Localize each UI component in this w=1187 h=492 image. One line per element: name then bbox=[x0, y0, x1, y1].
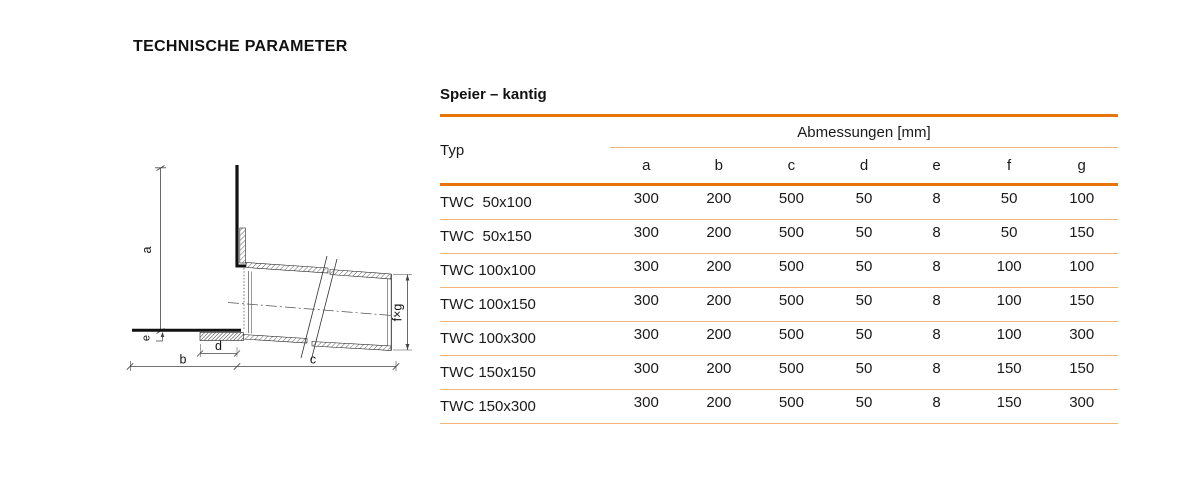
cell-a: 300 bbox=[633, 394, 659, 411]
cell-f: 50 bbox=[1000, 190, 1018, 207]
cell-d: 50 bbox=[855, 292, 873, 309]
cell-c: 500 bbox=[778, 292, 804, 309]
cell-d: 50 bbox=[855, 394, 873, 411]
cell-a: 300 bbox=[633, 224, 659, 241]
column-group-header: Abmessungen [mm] bbox=[610, 117, 1118, 148]
cell-e: 8 bbox=[932, 326, 941, 343]
page-title: TECHNISCHE PARAMETER bbox=[133, 38, 348, 55]
dim-label-c: c bbox=[310, 353, 316, 367]
table-header: Typ Abmessungen [mm] a b c d e f g bbox=[440, 117, 1118, 186]
cell-f: 100 bbox=[996, 326, 1022, 343]
dimension-a bbox=[155, 165, 166, 334]
dim-label-fg: f×g bbox=[391, 304, 405, 322]
cell-c: 500 bbox=[778, 190, 804, 207]
dimension-fg bbox=[393, 274, 412, 351]
cell-e: 8 bbox=[932, 292, 941, 309]
centerline bbox=[227, 302, 399, 317]
cell-c: 500 bbox=[778, 224, 804, 241]
table-title: Speier – kantig bbox=[440, 85, 1118, 117]
table-row: TWC 150x150 300 200 500 50 8 150 150 bbox=[440, 356, 1118, 390]
cell-d: 50 bbox=[855, 258, 873, 275]
cell-b: 200 bbox=[706, 394, 732, 411]
cell-b: 200 bbox=[706, 360, 732, 377]
cell-a: 300 bbox=[633, 292, 659, 309]
spout-walls bbox=[199, 227, 392, 351]
row-typ: TWC 150x150 bbox=[440, 364, 536, 381]
cell-e: 8 bbox=[932, 394, 941, 411]
cell-d: 50 bbox=[855, 224, 873, 241]
cell-g: 300 bbox=[1069, 326, 1095, 343]
cell-f: 100 bbox=[996, 258, 1022, 275]
column-header-a: a bbox=[642, 157, 651, 174]
column-header-typ: Typ bbox=[440, 141, 465, 159]
row-typ: TWC 50x100 bbox=[440, 194, 532, 211]
cell-a: 300 bbox=[633, 360, 659, 377]
table-row: TWC 100x150 300 200 500 50 8 100 150 bbox=[440, 288, 1118, 322]
column-header-e: e bbox=[932, 157, 941, 174]
cell-c: 500 bbox=[778, 326, 804, 343]
dimension-e bbox=[156, 331, 165, 342]
cell-g: 150 bbox=[1069, 360, 1095, 377]
cell-d: 50 bbox=[855, 360, 873, 377]
cell-g: 100 bbox=[1069, 258, 1095, 275]
table-row: TWC 150x300 300 200 500 50 8 150 300 bbox=[440, 390, 1118, 424]
column-header-b: b bbox=[714, 157, 724, 174]
cell-f: 100 bbox=[996, 292, 1022, 309]
cell-a: 300 bbox=[633, 258, 659, 275]
cell-g: 300 bbox=[1069, 394, 1095, 411]
cell-b: 200 bbox=[706, 190, 732, 207]
row-typ: TWC 100x100 bbox=[440, 262, 536, 279]
column-header-d: d bbox=[859, 157, 869, 174]
cell-c: 500 bbox=[778, 394, 804, 411]
row-typ: TWC 100x300 bbox=[440, 330, 536, 347]
row-typ: TWC 100x150 bbox=[440, 296, 536, 313]
dimension-d bbox=[196, 344, 241, 357]
table-row: TWC 100x100 300 200 500 50 8 100 100 bbox=[440, 254, 1118, 288]
cell-c: 500 bbox=[778, 258, 804, 275]
cell-g: 100 bbox=[1069, 190, 1095, 207]
spec-table-section: Speier – kantig Typ Abmessungen [mm] a b… bbox=[440, 85, 1118, 424]
cell-e: 8 bbox=[932, 190, 941, 207]
cell-g: 150 bbox=[1069, 292, 1095, 309]
cell-g: 150 bbox=[1069, 224, 1095, 241]
dim-label-a: a bbox=[140, 246, 154, 253]
dim-label-d: d bbox=[215, 339, 222, 353]
pipe-end bbox=[387, 274, 392, 351]
cell-e: 8 bbox=[932, 360, 941, 377]
cell-a: 300 bbox=[633, 326, 659, 343]
cell-b: 200 bbox=[706, 292, 732, 309]
cell-f: 150 bbox=[996, 360, 1022, 377]
cell-b: 200 bbox=[706, 224, 732, 241]
pipe-start-edges bbox=[243, 268, 252, 334]
table-row: TWC 50x100 300 200 500 50 8 50 100 bbox=[440, 186, 1118, 220]
table-row: TWC 50x150 300 200 500 50 8 50 150 bbox=[440, 220, 1118, 254]
row-typ: TWC 50x150 bbox=[440, 228, 532, 245]
cell-b: 200 bbox=[706, 258, 732, 275]
cell-f: 150 bbox=[996, 394, 1022, 411]
cell-e: 8 bbox=[932, 224, 941, 241]
technical-drawing: a bbox=[126, 165, 412, 371]
dimension-bc bbox=[126, 361, 400, 371]
column-header-g: g bbox=[1077, 157, 1086, 174]
dim-label-b: b bbox=[180, 353, 187, 367]
dim-label-e: e bbox=[141, 335, 153, 341]
cell-c: 500 bbox=[778, 360, 804, 377]
cell-f: 50 bbox=[1000, 224, 1018, 241]
cell-e: 8 bbox=[932, 258, 941, 275]
column-header-f: f bbox=[1007, 157, 1012, 174]
cell-b: 200 bbox=[706, 326, 732, 343]
row-typ: TWC 150x300 bbox=[440, 398, 536, 415]
cell-d: 50 bbox=[855, 326, 873, 343]
cell-a: 300 bbox=[633, 190, 659, 207]
cell-d: 50 bbox=[855, 190, 873, 207]
column-header-c: c bbox=[787, 157, 796, 174]
table-row: TWC 100x300 300 200 500 50 8 100 300 bbox=[440, 322, 1118, 356]
